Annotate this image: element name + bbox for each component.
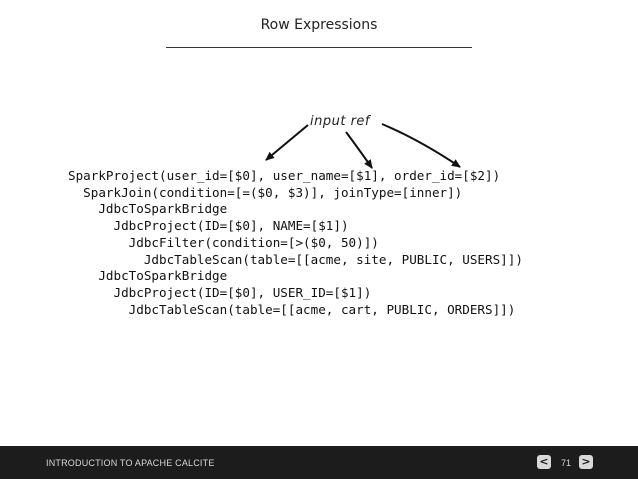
slide-title: Row Expressions	[260, 17, 378, 33]
code-line: SparkJoin(condition=[=($0, $3)], joinTyp…	[68, 184, 463, 200]
code-line: JdbcTableScan(table=[[acme, cart, PUBLIC…	[68, 301, 516, 317]
code-line: JdbcProject(ID=[$0], NAME=[$1])	[68, 218, 349, 234]
code-line: SparkProject(user_id=[$0], user_name=[$1…	[68, 168, 501, 183]
arrow-to-order-id	[381, 123, 461, 168]
footer-bar: INTRODUCTION TO APACHE CALCITE < 71 >	[0, 446, 638, 479]
code-line: JdbcToSparkBridge	[68, 268, 228, 284]
arrow-to-user-name	[345, 131, 373, 169]
code-line: JdbcTableScan(table=[[acme, site, PUBLIC…	[68, 251, 523, 267]
title-underline	[166, 47, 472, 48]
arrow-to-user-id	[265, 124, 309, 161]
page-number: 71	[561, 458, 572, 468]
code-line: JdbcProject(ID=[$0], USER_ID=[$1])	[68, 284, 372, 300]
code-line: JdbcToSparkBridge	[68, 201, 228, 217]
previous-slide-button[interactable]: <	[537, 455, 551, 469]
presentation-title: INTRODUCTION TO APACHE CALCITE	[46, 458, 215, 468]
code-block: SparkProject(user_id=[$0], user_name=[$1…	[68, 168, 523, 318]
code-line: JdbcFilter(condition=[>($0, 50)])	[68, 234, 379, 250]
next-slide-button[interactable]: >	[579, 455, 593, 469]
input-ref-annotation: input ref	[310, 114, 370, 129]
